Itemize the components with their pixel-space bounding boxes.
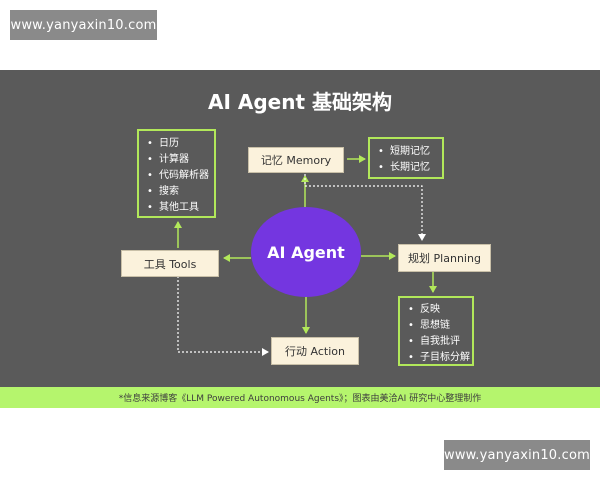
tools-item: 代码解析器 bbox=[147, 168, 214, 184]
memory-box: 记忆 Memory bbox=[248, 147, 344, 173]
memory-item: 长期记忆 bbox=[378, 160, 442, 176]
memory-item: 短期记忆 bbox=[378, 144, 442, 160]
tools-item: 日历 bbox=[147, 136, 214, 152]
tools-box: 工具 Tools bbox=[121, 250, 219, 277]
ai-agent-label: AI Agent bbox=[267, 242, 345, 262]
planning-list: 反映 思想链 自我批评 子目标分解 bbox=[398, 296, 474, 366]
planning-box: 规划 Planning bbox=[398, 244, 491, 272]
dotted-memory-to-planning bbox=[304, 170, 426, 241]
watermark-top: www.yanyaxin10.com bbox=[10, 10, 157, 40]
planning-label: 规划 Planning bbox=[408, 252, 481, 265]
memory-list: 短期记忆 长期记忆 bbox=[368, 137, 444, 179]
watermark-bottom: www.yanyaxin10.com bbox=[444, 440, 590, 470]
tools-label: 工具 Tools bbox=[143, 257, 197, 271]
tools-item: 计算器 bbox=[147, 152, 214, 168]
planning-item: 思想链 bbox=[408, 318, 472, 334]
ai-agent-node: AI Agent bbox=[251, 207, 361, 297]
memory-label: 记忆 Memory bbox=[260, 154, 332, 167]
source-footer: *信息来源博客《LLM Powered Autonomous Agents》；图… bbox=[0, 387, 600, 408]
tools-item: 其他工具 bbox=[147, 200, 214, 216]
planning-item: 自我批评 bbox=[408, 334, 472, 350]
planning-item: 反映 bbox=[408, 302, 472, 318]
tools-list: 日历 计算器 代码解析器 搜索 其他工具 bbox=[137, 129, 216, 218]
planning-item: 子目标分解 bbox=[408, 350, 472, 366]
action-label: 行动 Action bbox=[285, 345, 345, 358]
diagram-title: AI Agent 基础架构 bbox=[207, 90, 392, 114]
action-box: 行动 Action bbox=[271, 337, 359, 365]
dotted-tools-to-action bbox=[177, 276, 269, 356]
tools-item: 搜索 bbox=[147, 184, 214, 200]
